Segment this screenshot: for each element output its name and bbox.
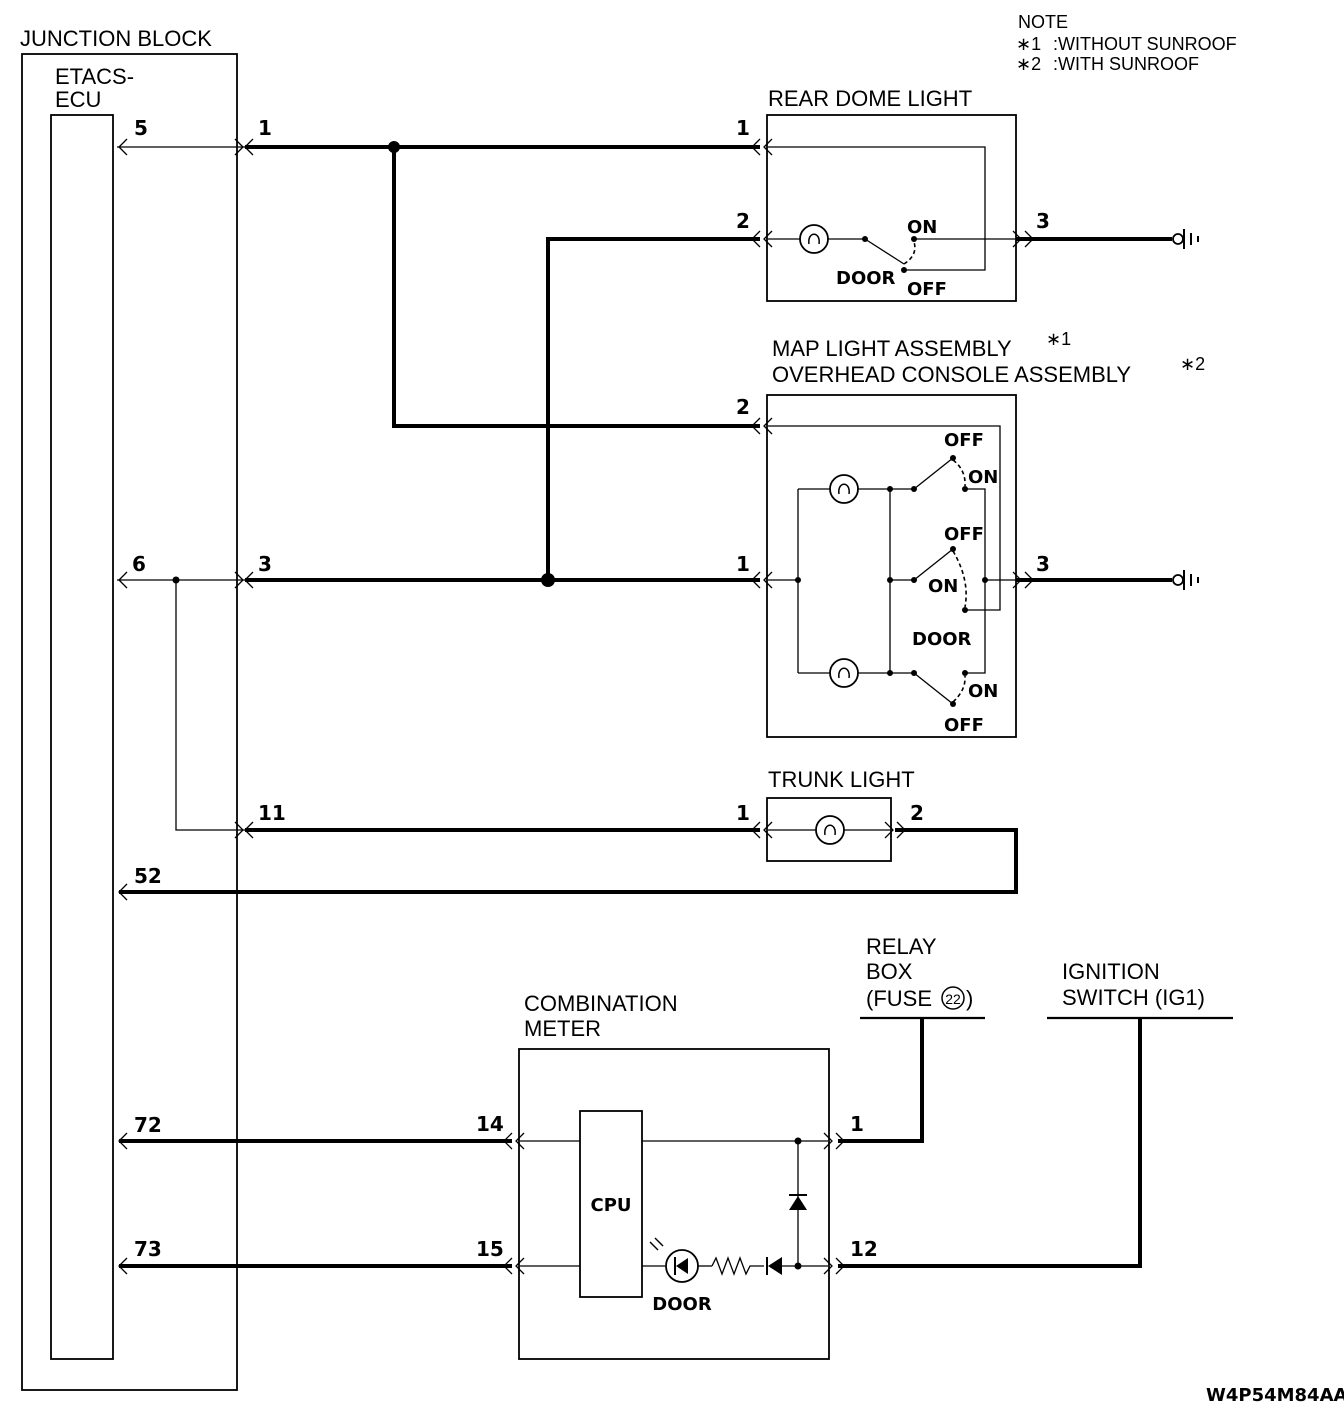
map-switch-top-off: OFF <box>944 430 984 451</box>
relay-box-line3: (FUSE <box>866 986 932 1011</box>
ecu-pin-73: 73 <box>134 1237 162 1261</box>
map-switch-door: DOOR <box>912 629 972 650</box>
bulb-icon <box>829 474 859 504</box>
map-pin-3: 3 <box>1036 552 1050 576</box>
overhead-console-title: OVERHEAD CONSOLE ASSEMBLY <box>772 362 1131 387</box>
etacs-ecu-box <box>50 114 114 1360</box>
rear-dome-on: ON <box>907 217 937 238</box>
diagram-code: W4P54M84AA <box>1206 1385 1344 1406</box>
trunk-pin-2: 2 <box>910 801 924 825</box>
jb-pin-3: 3 <box>258 552 272 576</box>
etacs-label-1: ETACS- <box>55 64 134 89</box>
ecu-pin-6: 6 <box>132 552 146 576</box>
rear-dome-off: OFF <box>907 279 947 300</box>
etacs-label-2: ECU <box>55 87 101 112</box>
ecu-pin-72: 72 <box>134 1113 162 1137</box>
meter-pin-12: 12 <box>850 1237 878 1261</box>
meter-pin-1: 1 <box>850 1112 864 1136</box>
note-text-1: :WITHOUT SUNROOF <box>1053 34 1237 54</box>
junction-block-box <box>21 53 238 1391</box>
meter-pin-15: 15 <box>476 1237 504 1261</box>
relay-box-line2: BOX <box>866 959 913 984</box>
relay-box-paren: ) <box>966 986 973 1011</box>
map-light-mark: ∗1 <box>1046 329 1071 349</box>
fuse-number-circle <box>941 986 965 1010</box>
map-light-title: MAP LIGHT ASSEMBLY <box>772 336 1012 361</box>
junction-block-title: JUNCTION BLOCK <box>20 26 212 51</box>
map-light-box <box>766 394 1017 738</box>
map-pin-2: 2 <box>736 395 750 419</box>
rear-dome-door: DOOR <box>836 268 896 289</box>
note-title: NOTE <box>1018 12 1068 32</box>
rear-dome-pin-3: 3 <box>1036 209 1050 233</box>
resistor-icon <box>711 1256 764 1276</box>
meter-pin-14: 14 <box>476 1112 504 1136</box>
diode-icon <box>789 1194 807 1210</box>
ground-icon <box>1172 569 1199 591</box>
trunk-pin-1: 1 <box>736 801 750 825</box>
map-switch-mid-off: OFF <box>944 524 984 545</box>
rear-dome-title: REAR DOME LIGHT <box>768 86 972 111</box>
map-pin-1: 1 <box>736 552 750 576</box>
relay-box-line1: RELAY <box>866 934 937 959</box>
ignition-line2: SWITCH (IG1) <box>1062 985 1205 1010</box>
rear-dome-pin-1: 1 <box>736 116 750 140</box>
trunk-light: TRUNK LIGHT 1 2 <box>736 767 924 862</box>
combination-meter-line1: COMBINATION <box>524 991 678 1016</box>
bulb-icon <box>799 224 829 254</box>
map-switch-bot-on: ON <box>968 681 998 702</box>
ground-icon <box>1172 228 1199 250</box>
junction-block: JUNCTION BLOCK ETACS- ECU <box>20 26 238 1391</box>
harness-wires <box>118 138 1172 1275</box>
note-text-2: :WITH SUNROOF <box>1053 54 1199 74</box>
map-light-assembly: MAP LIGHT ASSEMBLY ∗1 OVERHEAD CONSOLE A… <box>736 329 1205 738</box>
relay-box: RELAY BOX (FUSE 22 ) <box>838 934 985 1143</box>
cpu-box <box>579 1110 643 1298</box>
combination-meter-line2: METER <box>524 1016 601 1041</box>
led-icon <box>649 1237 699 1283</box>
diode-icon <box>766 1257 782 1275</box>
rear-dome-light: REAR DOME LIGHT 1 2 3 ON DOOR OFF <box>736 86 1050 302</box>
overhead-console-mark: ∗2 <box>1180 354 1205 374</box>
note-mark-2: ∗2 <box>1016 54 1041 74</box>
map-switch-mid-on: ON <box>928 576 958 597</box>
map-switch-top-on: ON <box>968 467 998 488</box>
map-switch-bot-off: OFF <box>944 715 984 736</box>
bulb-icon <box>829 658 859 688</box>
combination-meter-box <box>518 1048 830 1360</box>
note: NOTE ∗1 :WITHOUT SUNROOF ∗2 :WITH SUNROO… <box>1016 12 1237 74</box>
ecu-pins: 5 6 52 72 73 1 3 11 <box>132 116 286 1261</box>
combination-meter: COMBINATION METER 14 15 1 12 CPU DOOR <box>476 991 878 1360</box>
meter-door-label: DOOR <box>652 1294 712 1315</box>
trunk-light-title: TRUNK LIGHT <box>768 767 915 792</box>
ecu-pin-5: 5 <box>134 116 148 140</box>
rear-dome-pin-2: 2 <box>736 209 750 233</box>
ecu-pin-52: 52 <box>134 864 162 888</box>
trunk-light-box <box>766 797 892 862</box>
jb-pin-11: 11 <box>258 801 286 825</box>
note-mark-1: ∗1 <box>1016 34 1041 54</box>
bulb-icon <box>815 815 845 845</box>
ignition-line1: IGNITION <box>1062 959 1160 984</box>
jb-pin-1: 1 <box>258 116 272 140</box>
ignition-switch: IGNITION SWITCH (IG1) <box>838 959 1233 1268</box>
cpu-label: CPU <box>590 1195 631 1216</box>
rear-dome-box <box>766 114 1017 302</box>
jb-internal-wires <box>117 138 245 839</box>
fuse-number: 22 <box>945 991 961 1007</box>
